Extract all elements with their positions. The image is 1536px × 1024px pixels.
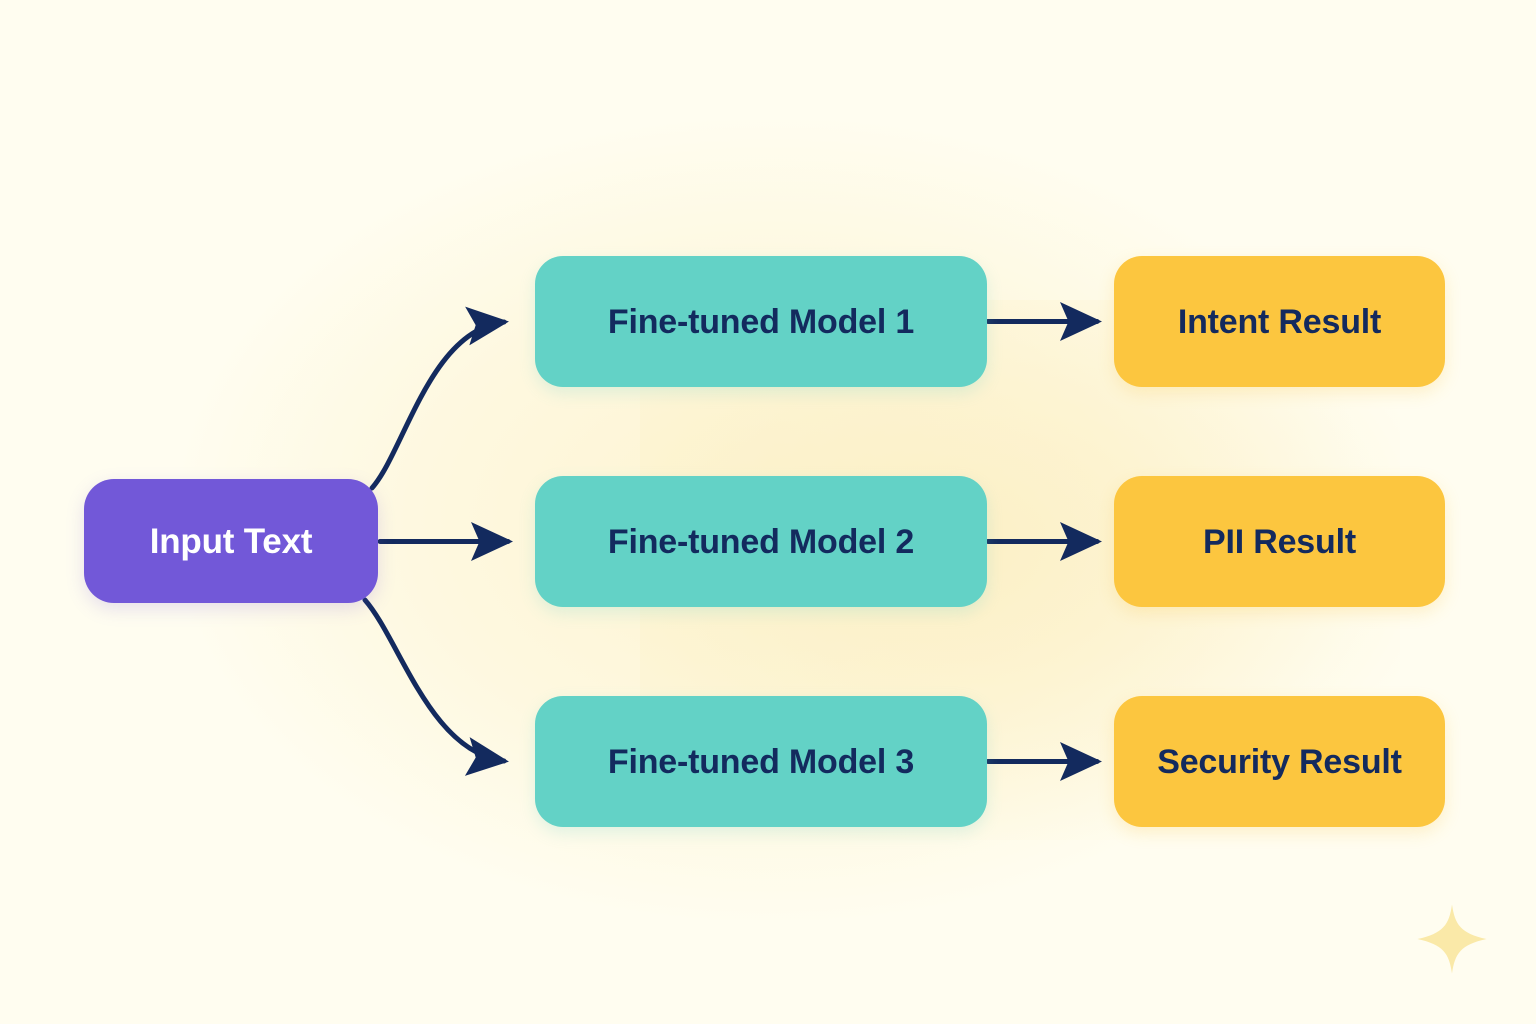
edge-input-to-model-1 bbox=[369, 306, 509, 491]
node-input-text-label: Input Text bbox=[149, 521, 313, 561]
node-security-result[interactable]: Security Result bbox=[1114, 696, 1445, 827]
node-security-result-label: Security Result bbox=[1157, 742, 1402, 781]
node-fine-tuned-model-1-label: Fine-tuned Model 1 bbox=[607, 302, 915, 341]
node-intent-result-label: Intent Result bbox=[1177, 302, 1382, 341]
node-fine-tuned-model-2-label: Fine-tuned Model 2 bbox=[607, 522, 915, 561]
node-fine-tuned-model-3[interactable]: Fine-tuned Model 3 bbox=[535, 696, 987, 827]
node-pii-result[interactable]: PII Result bbox=[1114, 476, 1445, 607]
node-fine-tuned-model-3-label: Fine-tuned Model 3 bbox=[607, 742, 915, 781]
node-input-text[interactable]: Input Text bbox=[84, 479, 378, 603]
node-fine-tuned-model-1[interactable]: Fine-tuned Model 1 bbox=[535, 256, 987, 387]
edge-input-to-model-3 bbox=[362, 597, 509, 776]
node-pii-result-label: PII Result bbox=[1203, 522, 1356, 561]
node-intent-result[interactable]: Intent Result bbox=[1114, 256, 1445, 387]
node-fine-tuned-model-2[interactable]: Fine-tuned Model 2 bbox=[535, 476, 987, 607]
sparkle-icon bbox=[1417, 904, 1487, 974]
